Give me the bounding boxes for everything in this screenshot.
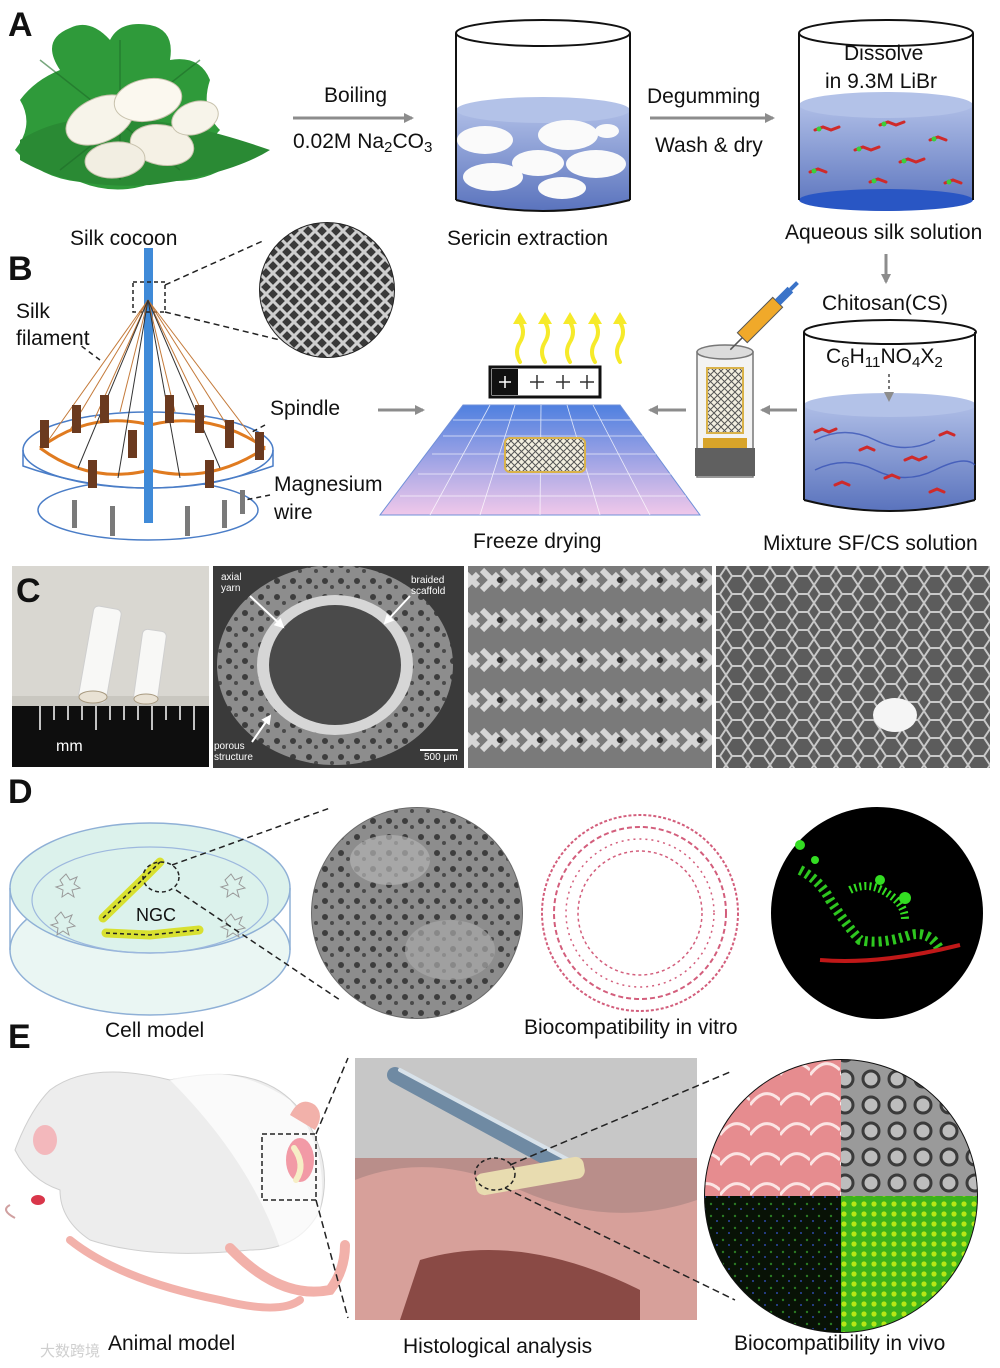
he-stain-cross-section: [534, 807, 746, 1019]
panel-label-b: B: [8, 252, 33, 286]
sem-cell-surface: [310, 807, 524, 1021]
label-silk-cocoon: Silk cocoon: [70, 228, 177, 249]
watermark-text: 大数跨境: [40, 1340, 100, 1361]
surgical-photo: [355, 1058, 735, 1320]
label-freeze-drying: Freeze drying: [473, 531, 601, 552]
sem-porous-wall: [716, 566, 990, 768]
mouse-illustration: [6, 1058, 348, 1318]
label-biocompatibility-in-vitro: Biocompatibility in vitro: [524, 1017, 738, 1038]
label-filament: filament: [16, 328, 90, 349]
histology-quadrants: [704, 1059, 978, 1333]
mold-with-syringe: [695, 278, 802, 477]
panel-label-c: C: [16, 574, 41, 608]
label-silk: Silk: [16, 301, 50, 322]
label-boiling: Boiling: [324, 85, 387, 106]
label-porous-structure: porous structure: [214, 742, 253, 763]
panel-label-e: E: [8, 1020, 31, 1054]
label-animal-model: Animal model: [108, 1333, 235, 1354]
label-wash-dry: Wash & dry: [655, 135, 763, 156]
label-wire: wire: [274, 502, 313, 523]
label-spindle: Spindle: [270, 398, 340, 419]
scaffold-photo: [12, 566, 209, 767]
sem-braid-surface: [468, 566, 712, 768]
freeze-dryer: [380, 312, 700, 515]
braiding-machine: [23, 240, 280, 540]
label-na2co3: 0.02M Na2CO3: [293, 131, 432, 152]
label-histological-analysis: Histological analysis: [403, 1336, 592, 1357]
label-chitosan: Chitosan(CS): [822, 293, 948, 314]
label-chitosan-formula: C6H11NO4X2: [826, 346, 943, 367]
label-ruler-mm: mm: [56, 739, 83, 755]
sericin-extraction-beaker: [456, 20, 630, 211]
label-dissolve: Dissolve: [844, 43, 923, 64]
label-scale-bar: 500 μm: [424, 753, 458, 764]
label-biocompatibility-in-vivo: Biocompatibility in vivo: [734, 1333, 945, 1354]
label-mixture-sf-cs: Mixture SF/CS solution: [763, 533, 978, 554]
label-sericin-extraction: Sericin extraction: [447, 228, 608, 249]
label-degumming: Degumming: [647, 86, 760, 107]
label-magnesium: Magnesium: [274, 474, 383, 495]
label-cell-model: Cell model: [105, 1020, 204, 1041]
silk-cocoon-photo: [15, 24, 270, 190]
label-ngc: NGC: [136, 906, 176, 924]
label-braided-scaffold: braided scaffold: [411, 576, 445, 597]
label-axial-yarn: axial yarn: [221, 573, 242, 594]
panel-label-a: A: [8, 8, 33, 42]
fluorescence-cross-section: [771, 807, 983, 1019]
label-libr: in 9.3M LiBr: [825, 71, 937, 92]
braid-magnified-view: [259, 222, 395, 358]
panel-label-d: D: [8, 775, 33, 809]
label-aqueous-silk-solution: Aqueous silk solution: [785, 222, 982, 243]
